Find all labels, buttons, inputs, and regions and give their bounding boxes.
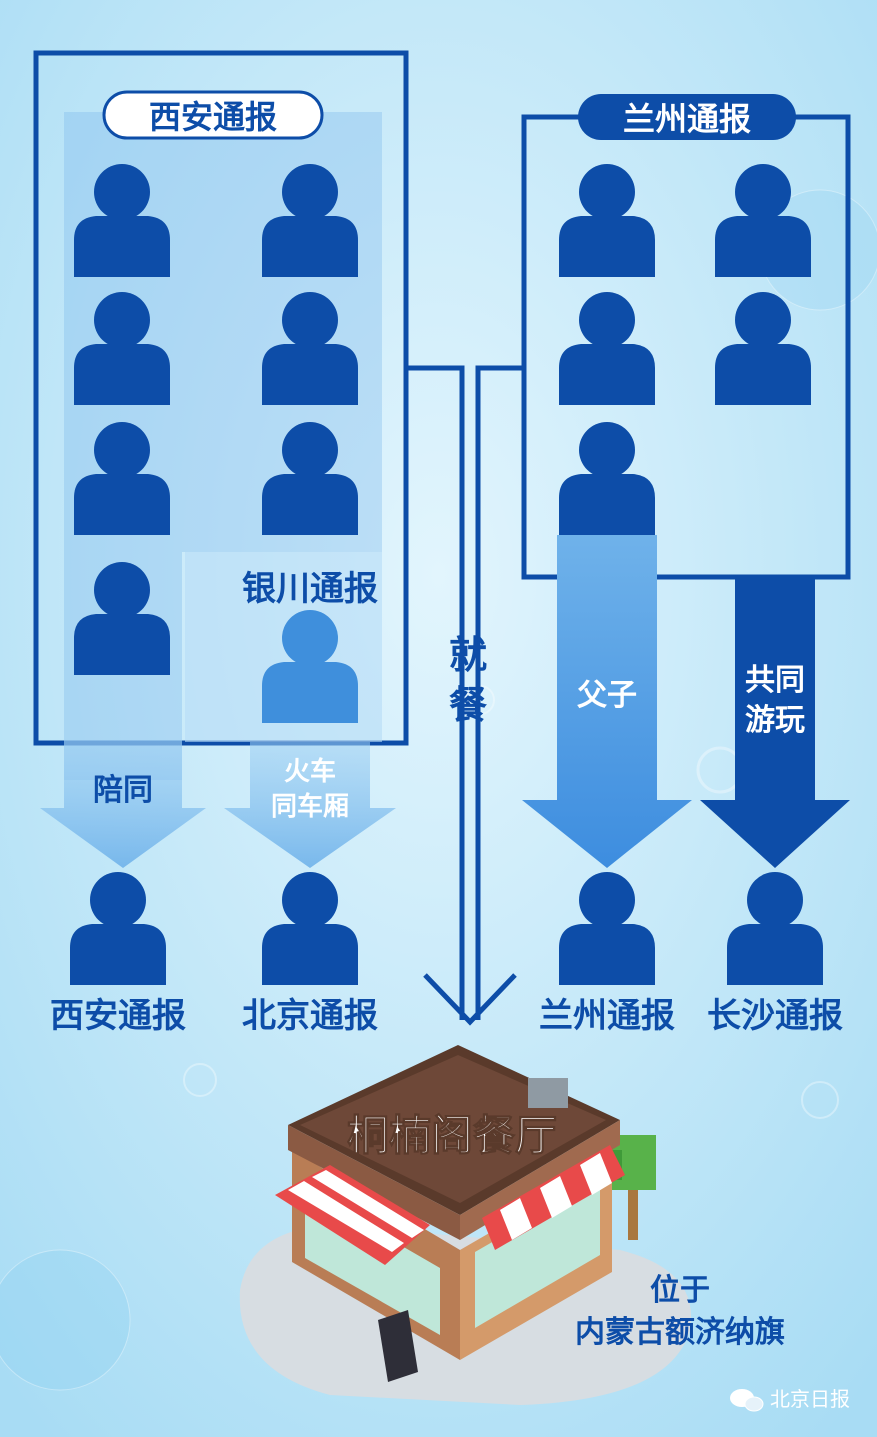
- xian-title-pill: [102, 90, 324, 140]
- result-label: 北京通报: [242, 996, 378, 1036]
- restaurant-location-line1: 位于: [650, 1273, 710, 1308]
- restaurant-illustration: [239, 1045, 692, 1405]
- travel-arrow: [700, 578, 850, 868]
- dine-label-line1: 就: [449, 633, 487, 677]
- restaurant-name: 桐楠阁餐厅: [347, 1111, 557, 1160]
- result-label: 兰州通报: [539, 996, 675, 1036]
- train-label-line2: 同车厢: [271, 791, 349, 822]
- result-label: 长沙通报: [707, 996, 843, 1036]
- xian-title: 西安通报: [149, 98, 277, 136]
- lanzhou-title: 兰州通报: [623, 100, 751, 138]
- accompany-arrow: [40, 740, 206, 868]
- xian-group-band: [64, 112, 382, 780]
- lanzhou-title-pill: [578, 94, 796, 140]
- father-son-label: 父子: [577, 678, 637, 713]
- result-label: 西安通报: [50, 996, 186, 1036]
- yinchuan-title: 银川通报: [242, 569, 378, 609]
- watermark-text: 北京日报: [770, 1387, 850, 1411]
- travel-label-line2: 游玩: [745, 703, 805, 738]
- dining-connector: [406, 365, 524, 1026]
- travel-label-line1: 共同: [745, 663, 805, 698]
- restaurant-location-line2: 内蒙古额济纳旗: [575, 1315, 785, 1350]
- train-label-line1: 火车: [284, 756, 336, 787]
- dine-label-line2: 餐: [449, 683, 487, 727]
- train-arrow: [224, 742, 396, 868]
- accompany-label: 陪同: [93, 773, 153, 808]
- father-son-arrow: [522, 535, 692, 868]
- xian-group-frame: [33, 50, 409, 746]
- wechat-icon: [730, 1389, 764, 1412]
